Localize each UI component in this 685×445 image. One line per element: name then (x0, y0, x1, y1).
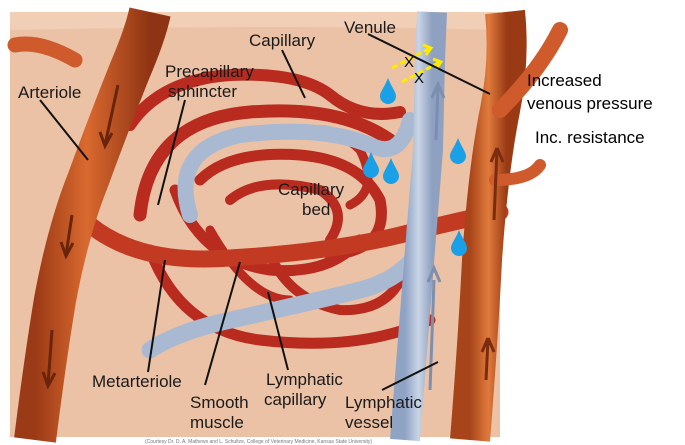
label-vessel: vessel (345, 413, 393, 432)
lymphatic-vessel (390, 11, 447, 442)
capillary-bed (133, 104, 410, 316)
venule-branch-lower (489, 159, 546, 186)
label-venule: Venule (344, 18, 396, 37)
arteriole-flow-arrow-lower (59, 214, 75, 260)
arteriole-vessel (14, 7, 171, 443)
label-lymphatic-capillary: Lymphatic (266, 370, 343, 389)
yellow-arrow-icon (401, 60, 441, 84)
capillary-top-branch (124, 68, 406, 131)
label-capillary: Capillary (249, 31, 316, 50)
label-metarteriole: Metarteriole (92, 372, 182, 391)
droplet-icon (451, 230, 467, 256)
arteriole-flow-arrow-bottom (41, 329, 57, 390)
label-precapillary: Precapillary (165, 62, 254, 81)
lymphatic-flow-arrow (426, 264, 442, 391)
droplet-icon (450, 138, 466, 164)
label-arteriole: Arteriole (18, 83, 81, 102)
annotation-increased: Increased (527, 71, 602, 90)
droplet-icon (383, 158, 399, 184)
venule-vessel (450, 9, 527, 442)
capillary-bottom-loop (144, 244, 436, 349)
label-capillary-2: capillary (264, 390, 327, 409)
arteriole-branch (7, 36, 83, 68)
lymphatic-flow-arrow-upper (430, 80, 446, 141)
label-bed: bed (302, 200, 330, 219)
label-lymphatic-vessel: Lymphatic (345, 393, 422, 412)
label-muscle: muscle (190, 413, 244, 432)
blocked-flow-arrows: X X (391, 43, 444, 87)
droplet-icon (380, 78, 396, 104)
label-sphincter: sphincter (168, 82, 237, 101)
venule-flow-arrow (480, 337, 496, 381)
lymphatic-capillary-lower (141, 241, 429, 359)
yellow-arrow-icon (391, 46, 431, 70)
droplet-icon (363, 152, 379, 178)
leader-lines (39, 33, 491, 391)
annotation-venous-pressure: venous pressure (527, 94, 653, 113)
metarteriole-channel (81, 203, 509, 268)
label-capillary-bed: Capillary (278, 180, 345, 199)
image-credit: (Courtesy Dr. D. A. Mathews and L. Schul… (145, 439, 372, 445)
arteriole-flow-arrow (98, 84, 120, 150)
blocked-mark: X (414, 70, 424, 87)
lymphatic-capillary (177, 112, 418, 223)
blocked-mark: X (404, 54, 414, 71)
venule-branch-right (492, 22, 568, 118)
label-smooth: Smooth (190, 393, 249, 412)
annotation-resistance: Inc. resistance (535, 128, 645, 147)
venule-flow-arrow-upper (489, 147, 505, 221)
fluid-droplets (363, 78, 467, 256)
